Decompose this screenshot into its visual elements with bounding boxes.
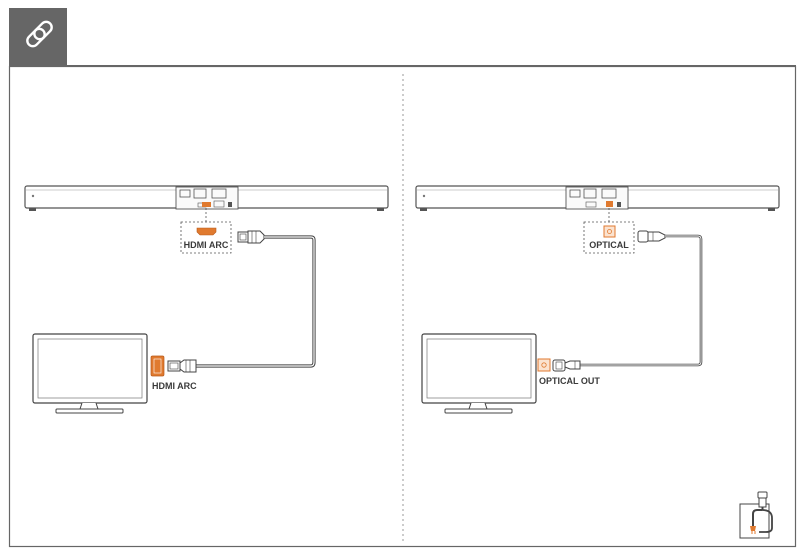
tv-port-label: HDMI ARC: [152, 381, 197, 391]
soundbar: [415, 185, 780, 211]
soundbar-port-label: HDMI ARC: [184, 240, 229, 250]
soundbar-port-callout: [180, 221, 232, 254]
tv-port-label: OPTICAL OUT: [539, 376, 600, 386]
hdmi-cable: [167, 230, 316, 373]
soundbar-port-bay: [175, 186, 239, 210]
soundbar-optical-port: [606, 201, 613, 207]
header-line: [9, 65, 796, 67]
link-icon: [26, 20, 53, 48]
optical-cable: [552, 230, 703, 372]
soundbar: [24, 185, 389, 211]
tv-optical-port: [537, 358, 551, 372]
hdmi-panel: HDMI ARC HDMI ARC: [24, 185, 389, 414]
header-link-block: [9, 8, 67, 66]
soundbar-port-callout: [583, 221, 635, 254]
optical-panel: OPTICAL OPTICAL OUT: [415, 185, 780, 414]
soundbar-hdmi-port: [202, 202, 211, 207]
cable-accessory-icon: [739, 491, 773, 539]
hdmi-port-icon: [196, 227, 217, 236]
tv: [421, 333, 551, 414]
soundbar-port-label: OPTICAL: [589, 240, 629, 250]
optical-port-icon: [603, 225, 616, 238]
tv: [32, 333, 165, 414]
